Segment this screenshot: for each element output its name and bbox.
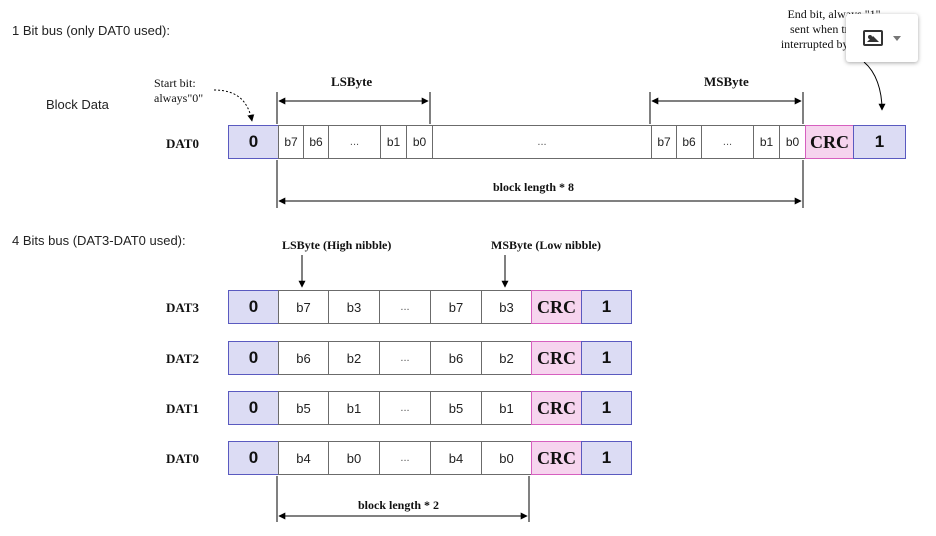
- end-bit-cell: 1: [853, 125, 906, 159]
- start-bit-cell: 0: [228, 290, 279, 324]
- bit-cell-b6: b6: [676, 125, 702, 159]
- bit-cell-b0: b0: [406, 125, 433, 159]
- bit-cell-b5: b5: [278, 391, 329, 425]
- ellipsis-cell: ...: [701, 125, 754, 159]
- bit-cell-b3: b3: [481, 290, 532, 324]
- row-label-dat0: DAT0: [166, 451, 199, 466]
- bit-cell-b1: b1: [753, 125, 780, 159]
- start-bit-cell: 0: [228, 441, 279, 475]
- msbyte-low-nibble-label: MSByte (Low nibble): [491, 238, 602, 252]
- bit-cell-b0: b0: [779, 125, 806, 159]
- start-bit-note-line2: always"0": [154, 91, 204, 105]
- end-bit-cell: 1: [581, 341, 632, 375]
- end-bit-cell: 1: [581, 441, 632, 475]
- bit-cell-b1: b1: [481, 391, 532, 425]
- crc-cell: CRC: [531, 341, 582, 375]
- ellipsis-cell: ...: [379, 441, 431, 475]
- end-bit-cell: 1: [581, 290, 632, 324]
- lsbyte-label: LSByte: [331, 74, 373, 89]
- bit-cell-b7: b7: [278, 125, 304, 159]
- bit-cell-b7: b7: [278, 290, 329, 324]
- ellipsis-cell: ...: [328, 125, 381, 159]
- ellipsis-cell: ...: [379, 290, 431, 324]
- row-label-dat2: DAT2: [166, 351, 199, 366]
- bit-cell-b1: b1: [328, 391, 380, 425]
- heading-1-bit-bus: 1 Bit bus (only DAT0 used):: [12, 23, 170, 38]
- crc-cell: CRC: [531, 391, 582, 425]
- row-label-dat3: DAT3: [166, 300, 199, 315]
- bit-cell-b7: b7: [651, 125, 677, 159]
- ellipsis-cell: ...: [432, 125, 652, 159]
- bit-cell-b6: b6: [278, 341, 329, 375]
- bit-cell-b0: b0: [328, 441, 380, 475]
- image-icon[interactable]: [863, 30, 883, 46]
- start-bit-note: Start bit: always"0": [154, 76, 203, 106]
- block-data-label: Block Data: [46, 97, 109, 112]
- crc-cell: CRC: [531, 441, 582, 475]
- dat0-row-label: DAT0: [166, 136, 199, 151]
- start-bit-note-line1: Start bit:: [154, 76, 196, 90]
- image-toolbar[interactable]: [846, 14, 918, 62]
- chevron-down-icon[interactable]: [893, 35, 901, 41]
- msbyte-label: MSByte: [704, 74, 749, 89]
- start-bit-cell: 0: [228, 125, 279, 159]
- bit-cell-b4: b4: [278, 441, 329, 475]
- bit-cell-b2: b2: [328, 341, 380, 375]
- ellipsis-cell: ...: [379, 341, 431, 375]
- row-label-dat1: DAT1: [166, 401, 199, 416]
- end-bit-cell: 1: [581, 391, 632, 425]
- block-length-8-label: block length * 8: [493, 180, 575, 194]
- bit-cell-b4: b4: [430, 441, 482, 475]
- lsbyte-high-nibble-label: LSByte (High nibble): [282, 238, 392, 252]
- bit-cell-b5: b5: [430, 391, 482, 425]
- bit-cell-b2: b2: [481, 341, 532, 375]
- bit-cell-b7: b7: [430, 290, 482, 324]
- bit-cell-b0: b0: [481, 441, 532, 475]
- heading-4-bit-bus: 4 Bits bus (DAT3-DAT0 used):: [12, 233, 186, 248]
- start-bit-cell: 0: [228, 341, 279, 375]
- crc-cell: CRC: [531, 290, 582, 324]
- block-length-2-label: block length * 2: [358, 498, 440, 512]
- crc-cell: CRC: [805, 125, 854, 159]
- bit-cell-b3: b3: [328, 290, 380, 324]
- bit-cell-b1: b1: [380, 125, 407, 159]
- ellipsis-cell: ...: [379, 391, 431, 425]
- start-bit-cell: 0: [228, 391, 279, 425]
- bit-cell-b6: b6: [303, 125, 329, 159]
- bit-cell-b6: b6: [430, 341, 482, 375]
